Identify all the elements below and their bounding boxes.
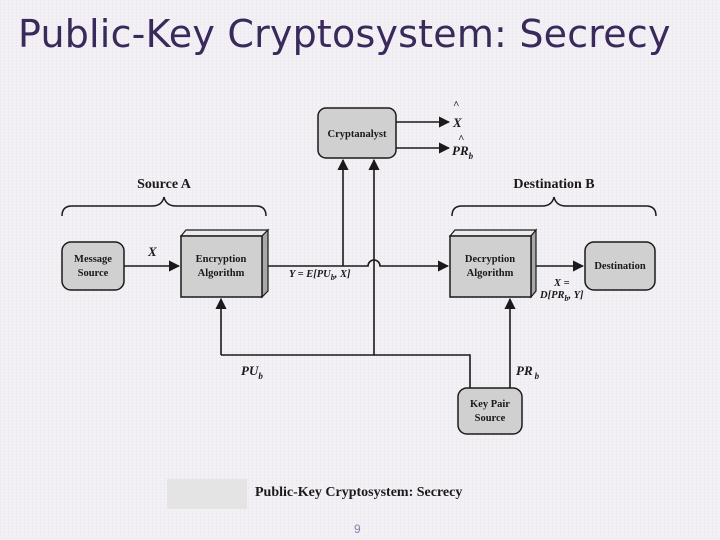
decryption-line1: Decryption (465, 254, 515, 265)
x-hat-label: X (452, 115, 462, 130)
public-key-sub: b (258, 371, 263, 381)
slide-title: Public-Key Cryptosystem: Secrecy (18, 12, 671, 56)
ciphertext-sub: b (331, 273, 335, 282)
message-source-line1: Message (74, 254, 112, 265)
ciphertext-pu: PU (317, 269, 332, 280)
pr-hat-label: PRb (452, 143, 474, 161)
public-key-base: PU (241, 363, 259, 378)
caption-figure-tab (167, 479, 247, 509)
public-key-from-keypair (374, 354, 471, 388)
plaintext-x-label: X (147, 244, 157, 259)
message-source-line2: Source (78, 268, 109, 279)
destination-label: Destination (594, 261, 645, 272)
source-a-brace (61, 196, 267, 217)
decrypt-d-pr: PR (551, 290, 564, 301)
decrypt-d-label: D[PRb, Y] (539, 290, 584, 303)
page-number: 9 (354, 522, 361, 536)
x-hat-accent: ^ (453, 99, 459, 111)
key-pair-source-box (457, 387, 523, 435)
private-key-base: PR (516, 363, 533, 378)
encryption-line1: Encryption (196, 254, 247, 265)
cryptanalyst-box (317, 107, 397, 159)
private-key-sub: b (535, 371, 540, 381)
destination-box (584, 241, 656, 291)
decrypt-d-prefix: D[ (539, 290, 553, 301)
key-pair-line2: Source (475, 413, 506, 424)
ciphertext-arrow (268, 259, 450, 272)
pr-hat-sub: b (469, 151, 474, 161)
pr-hat-base: PR (452, 143, 469, 158)
ciphertext-suffix: , X] (334, 269, 351, 280)
source-a-label: Source A (137, 177, 192, 192)
public-key-label: PUb (241, 363, 263, 381)
decrypt-d-sub: b (565, 294, 569, 303)
decrypt-d-suffix: , Y] (568, 290, 584, 301)
encryption-algorithm-box (179, 228, 270, 299)
decryption-algorithm-box (448, 228, 538, 299)
ciphertext-prefix: Y = E[ (289, 269, 318, 280)
pr-hat-accent: ^ (458, 133, 464, 145)
message-source-box (61, 241, 125, 291)
key-pair-line1: Key Pair (470, 399, 510, 410)
destination-b-brace (451, 196, 657, 217)
figure-caption: Public-Key Cryptosystem: Secrecy (255, 485, 463, 500)
encryption-line2: Algorithm (198, 268, 245, 279)
destination-b-label: Destination B (513, 177, 594, 192)
decryption-line2: Algorithm (467, 268, 514, 279)
decrypted-x-eq-label: X = (553, 278, 570, 289)
ciphertext-label: Y = E[PUb, X] (289, 269, 351, 282)
cryptanalyst-label: Cryptanalyst (328, 129, 387, 140)
